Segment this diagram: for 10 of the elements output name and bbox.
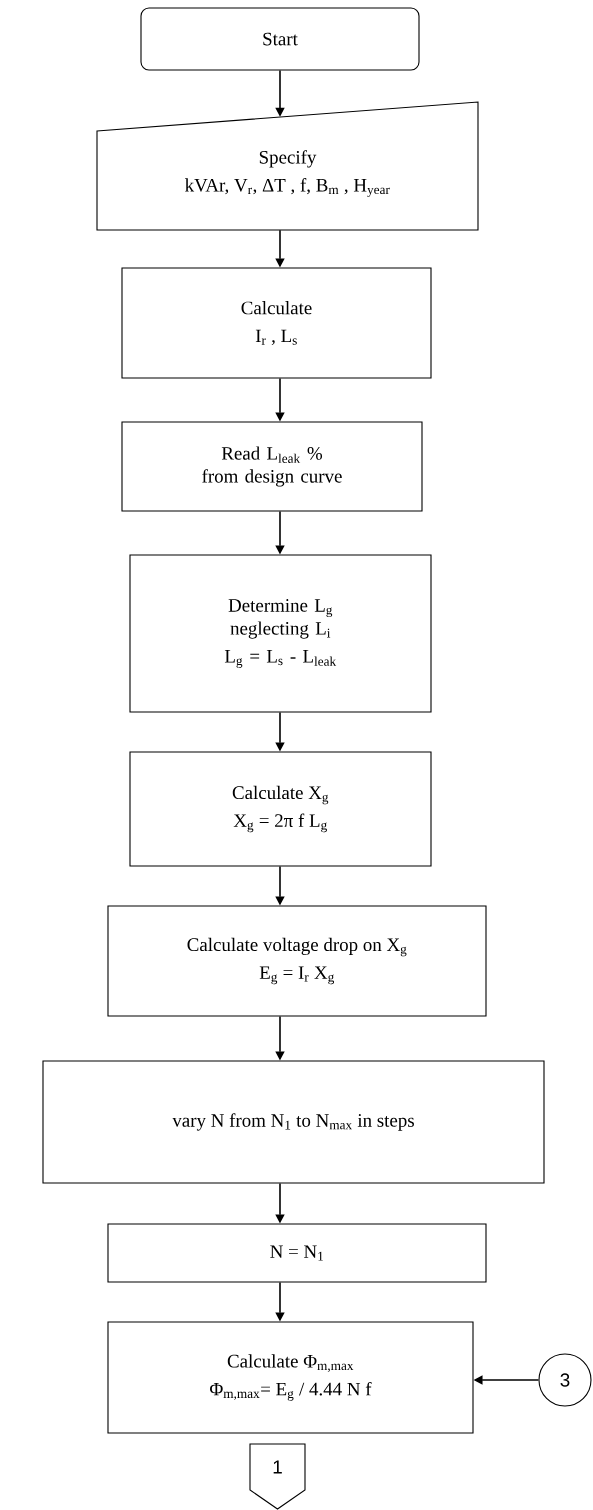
process-box: Read L$_{leak}$ % from design curve (121, 421, 423, 512)
process-box: vary N from N$_{1}$ to N$_{max}$ in steps (42, 1060, 545, 1184)
process-box: Calculate voltage drop on X$_{g}$ E$_{g}$ = I$_{r}$ X$_{g}$ (107, 905, 487, 1017)
off-page-connector: 1 (249, 1443, 306, 1510)
process-box: Calculate Φ$_{m,max}$ Φ$_{m,max}$= E$_{g}$ / 4.44 N f (107, 1321, 474, 1434)
process-box: Calculate X$_{g}$ X$_{g}$ = 2π f L$_{g}$ (129, 751, 432, 867)
process-box: N = N$_{1}$ (107, 1223, 487, 1283)
process-box: Calculate I$_{r}$ , L$_{s}$ (121, 267, 432, 379)
process-box: Determine L$_{g}$ neglecting L$_{i}$ L$_{g}$ = L$_{s}$ - L$_{leak}$ (129, 554, 432, 713)
terminator-box: Start (140, 7, 420, 71)
